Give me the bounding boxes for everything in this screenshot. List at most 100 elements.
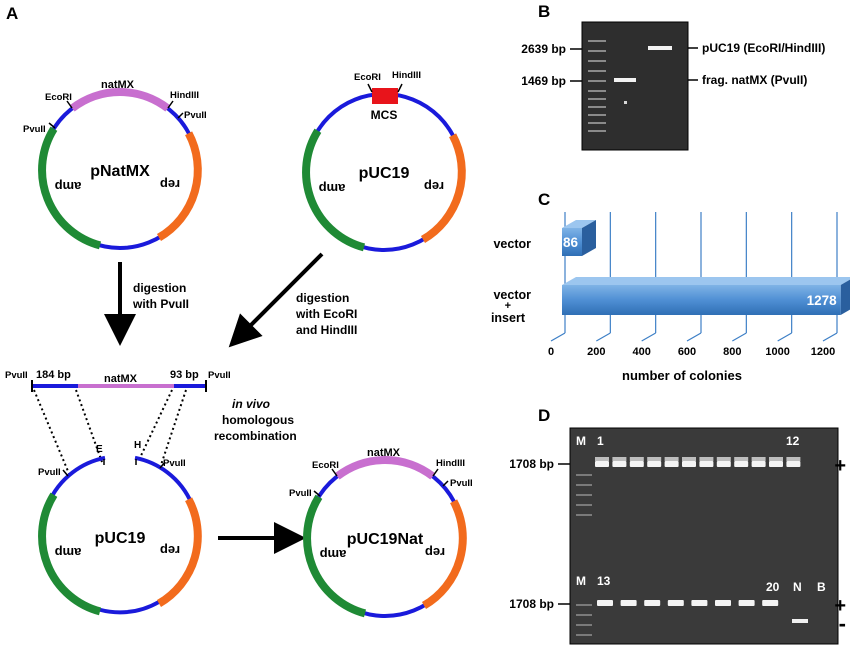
pvuii-right-tick [442,480,449,487]
amp-gene [303,494,367,618]
category-label-vector: vector [493,237,531,251]
sample-band [751,461,766,467]
x-tick-label: 0 [548,346,554,358]
guide-line [159,389,187,469]
plasmid-puc19-top: EcoRI HindIII MCS pUC19 amp rep [302,70,466,252]
sample-band [691,600,708,606]
x-tick-label: 400 [632,346,650,358]
bar-top-face [562,220,596,228]
recomb-line3: recombination [214,429,297,443]
ladder-band [576,614,592,616]
rep-label: rep [160,177,180,192]
rep-gene [156,131,202,241]
sample-band [664,461,679,467]
band-negative-control [792,619,808,623]
lane-m-bottom: M [576,574,586,588]
x-tick-label: 800 [723,346,741,358]
sample-band [597,600,613,606]
pvuii-right-label: PvuII [163,458,186,469]
fragment-pvuii-right: PvuII [208,370,231,381]
sample-smear [612,457,627,461]
plasmid-name: pUC19 [95,530,146,547]
sample-band [629,461,644,467]
end-e-label: E [96,444,103,455]
amp-label: amp [320,547,347,562]
natmx-gene [334,456,436,480]
ecori-tick [367,83,373,93]
lane-b-label: B [817,580,826,594]
sample-band [644,600,661,606]
ladder-band [588,80,606,82]
plasmid-name: pNatMX [90,163,150,180]
bar-1 [562,285,841,315]
digest-pvuii-line1: digestion [133,281,186,295]
plasmid-name: pUC19Nat [347,531,424,548]
ladder-band [588,40,606,42]
bar-end-face [582,220,596,256]
lane-m-top: M [576,434,586,448]
fragment-natmx-label: natMX [104,373,138,385]
chart-x-axis-label: number of colonies [622,368,742,383]
x-tick-label: 200 [587,346,605,358]
sign-plus-top: + [834,455,846,477]
amp-gene [38,126,102,250]
x-tick-label: 1000 [765,346,789,358]
gel-b-speck [624,101,627,104]
grid-slant [686,332,702,342]
ladder-band [576,484,592,486]
bar-value-label: 1278 [807,293,838,308]
hindiii-label: HindIII [170,90,199,101]
plasmid-pnatmx: natMX EcoRI HindIII PvuII PvuII pNatMX a… [23,79,207,250]
grid-slant [732,332,747,342]
amp-label: amp [55,179,82,194]
sample-band [647,461,662,467]
arrow-digest-ecori [228,252,324,348]
hindiii-tick [167,100,174,109]
puc19-band-label: pUC19 (EcoRI/HindIII) [702,41,825,55]
bar-0 [562,228,582,256]
x-tick-label: 600 [678,346,696,358]
panel-label-c: C [538,190,550,209]
recomb-line1: in vivo [232,397,270,411]
sample-band [738,600,755,606]
natmx-label: natMX [367,447,401,459]
band-puc19-linear [648,46,672,50]
sample-band [667,600,684,606]
sample-band [734,461,749,467]
ecori-label: EcoRI [354,72,381,83]
bar-top-face [562,277,850,285]
panel-label-b: B [538,2,550,21]
sample-band [612,461,627,467]
amp-gene [302,128,366,252]
ladder-band [588,122,606,124]
natmx-gene [69,88,171,112]
band-natmx-fragment [614,78,636,82]
ladder-band [576,494,592,496]
hindiii-label: HindIII [436,458,465,469]
sign-plus-bottom: + [834,595,846,617]
sample-band [682,461,696,467]
fragment-184bp: 184 bp [36,369,71,381]
lane-12-label: 12 [786,434,800,448]
sample-smear [647,457,662,461]
pvuii-left-label: PvuII [23,124,46,135]
gel-d-top-bands [595,457,801,467]
category-label-vector-insert-line2: insert [491,311,526,325]
gel-d-bottom-bands [597,600,779,606]
bar-end-face [840,279,850,315]
panel-label-d: D [538,406,550,425]
natmx-fragment: PvuII 184 bp natMX 93 bp PvuII [5,369,231,392]
digest-ecori-line1: digestion [296,291,349,305]
pvuii-right-tick [177,112,184,119]
recombination-guides [33,389,187,477]
pvuii-right-tick [159,461,166,469]
panel-label-a: A [6,4,18,23]
sample-band [595,461,609,467]
ecori-tick [331,468,338,477]
ladder-band [576,474,592,476]
gel-b-image [581,21,689,151]
grid-slant [596,332,611,342]
